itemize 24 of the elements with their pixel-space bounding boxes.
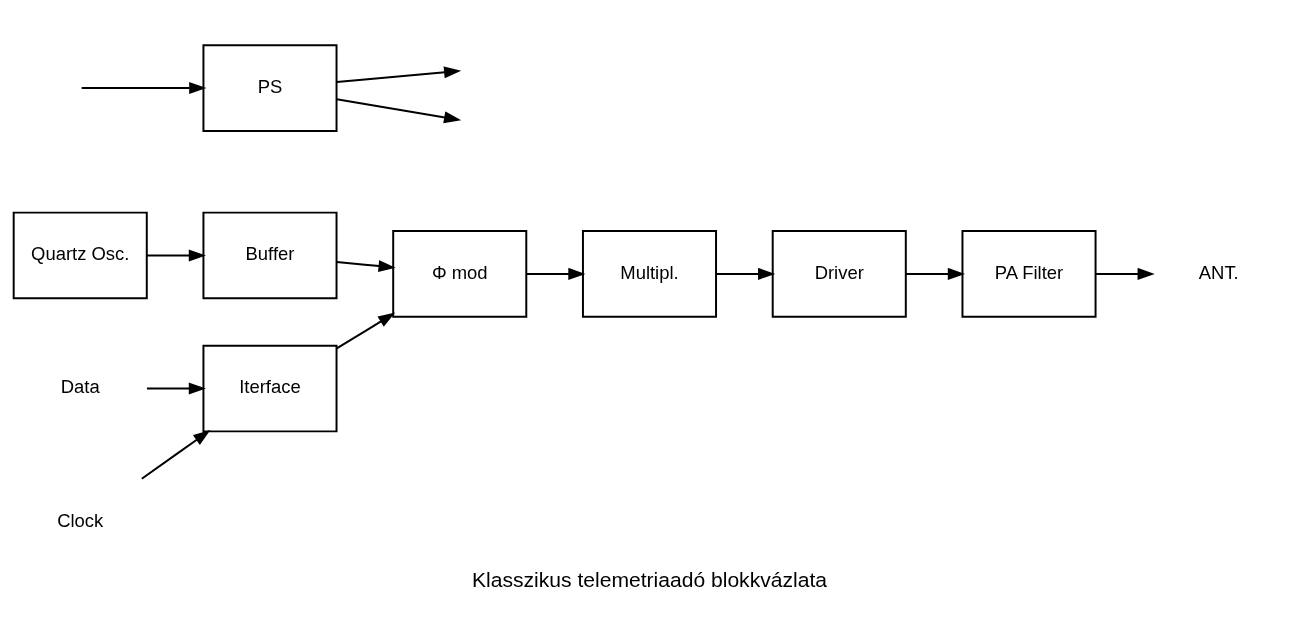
arrow (146, 382, 206, 395)
arrow (525, 267, 586, 280)
arrow (715, 267, 776, 280)
node-text: Clock (57, 509, 104, 531)
node-box: PS (202, 43, 338, 132)
arrow (1094, 267, 1155, 280)
node-box: Φ mod (392, 229, 528, 318)
arrow (146, 248, 206, 261)
node-box: Quartz Osc. (12, 211, 148, 299)
arrow (905, 267, 965, 280)
node-text: Data (60, 375, 100, 397)
arrow (80, 81, 207, 94)
caption: Klasszikus telemetriaadó blokkvázlata (472, 567, 827, 591)
node-text: ANT. (1198, 261, 1239, 283)
node-box: Multipl. (581, 229, 718, 318)
arrow (335, 65, 462, 83)
arrow (140, 429, 211, 480)
arrow (335, 259, 396, 272)
node-box: PA Filter (961, 229, 1097, 318)
arrow (335, 97, 462, 123)
node-box: Iterface (202, 344, 338, 432)
node-box: Driver (771, 229, 907, 318)
arrow (335, 312, 396, 349)
node-box: Buffer (202, 211, 338, 299)
